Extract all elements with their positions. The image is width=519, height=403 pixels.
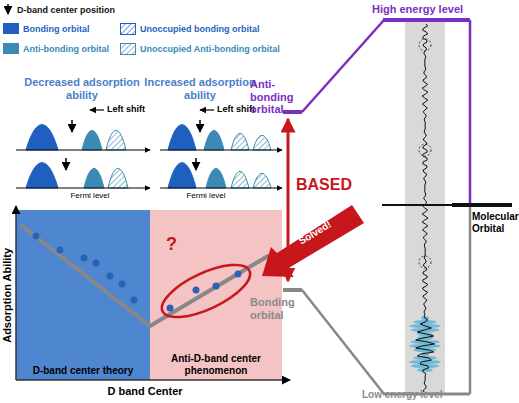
legend-item: D-band center position [3,4,115,16]
region-band: Anti-D-band center phenomenon [150,210,282,380]
text-label: Low energy level [362,389,482,401]
text-label: Molecular Orbital [472,211,519,234]
trend-line [22,226,150,326]
text-label: BASED [296,176,366,194]
high-level-bar [383,18,470,22]
text-label: Bonding orbital [250,296,308,321]
legend-symbol [3,4,13,16]
x-axis [16,379,290,381]
text-label: Decreased adsorption ability [22,76,142,101]
level-line [469,20,472,205]
legend-item: Unoccupied Anti-bonding orbital [120,43,280,55]
text-label: Adsorption Ability [1,235,14,355]
level-line [302,290,384,394]
legend-item: Anti-bonding orbital [3,43,109,54]
legend-swatch [3,23,19,34]
molecular-level [382,204,452,206]
wavefunction [409,24,441,392]
legend-swatch [3,43,19,54]
shift-arrow [90,109,104,110]
band-curves [16,120,282,188]
highlight-ellipse [155,254,257,327]
text-label: Fermi level [60,191,120,200]
level-line [469,207,472,394]
legend-item: Unoccupied bonding orbital [120,23,260,35]
legend-item: Bonding orbital [3,23,90,34]
orbital-column [405,20,445,395]
text-label: Fermi level [176,191,236,200]
text-label: Left shift [107,104,157,114]
level-line [302,20,384,112]
text-label: Anti-bonding orbital [250,78,308,116]
based-arrow [287,119,290,281]
y-axis [15,206,17,380]
legend-text: Unoccupied Anti-bonding orbital [140,44,280,54]
bonding-bar [283,288,302,292]
region-title: D-band center theory [33,365,134,377]
text-label: Increased adsorption ability [140,76,260,101]
data-points [33,233,242,312]
legend-symbol [120,23,136,35]
solved-arrow [262,205,364,277]
region-title: Anti-D-band center phenomenon [154,353,278,376]
region-band: D-band center theory [16,210,150,380]
text-label: ? [166,234,182,255]
molecular-bar [452,203,512,207]
text-label: High energy level [372,3,517,16]
legend-text: Anti-bonding orbital [23,44,109,54]
legend-text: Bonding orbital [23,24,90,34]
legend-text: Unoccupied bonding orbital [140,24,260,34]
anti-region [150,210,282,380]
antibonding-bar [283,110,302,114]
text-label: D band Center [70,385,220,398]
shift-arrow [200,109,214,110]
legend-text: D-band center position [17,5,115,15]
legend-symbol [120,43,136,55]
theory-region [16,210,150,380]
